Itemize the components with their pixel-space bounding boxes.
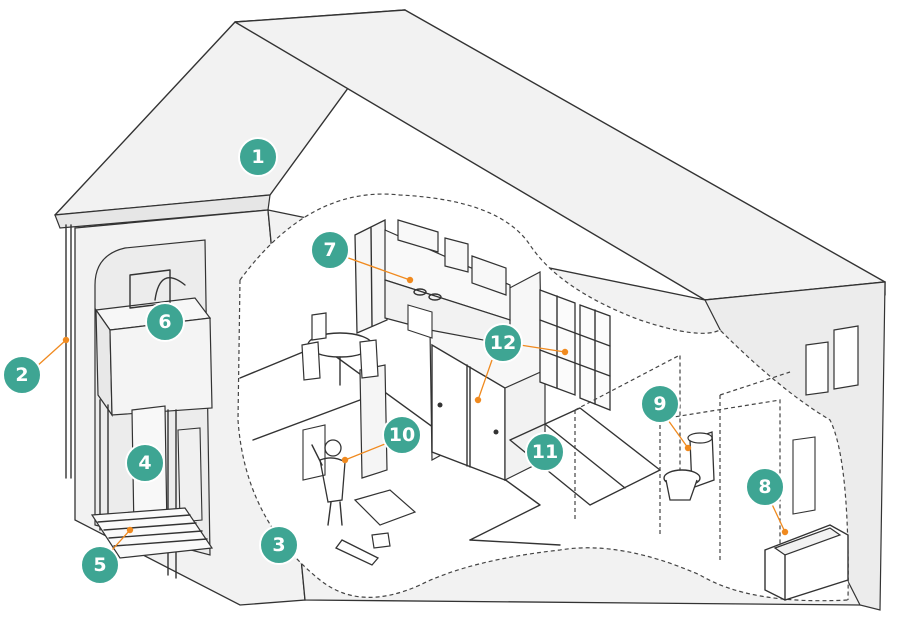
badge-7-label: 7 — [323, 239, 336, 261]
badge-10: 10 — [383, 416, 421, 454]
badge-11-label: 11 — [532, 441, 558, 463]
badge-12-label: 12 — [490, 332, 516, 354]
badge-1: 1 — [239, 138, 277, 176]
badge-9: 9 — [641, 385, 679, 423]
badge-5-label: 5 — [93, 554, 106, 576]
badge-10-label: 10 — [389, 424, 415, 446]
badge-2-label: 2 — [15, 364, 28, 386]
badge-8: 8 — [746, 468, 784, 506]
badge-12: 12 — [484, 324, 522, 362]
badge-3-label: 3 — [272, 534, 285, 556]
badge-6-label: 6 — [158, 311, 171, 333]
downspout — [66, 225, 71, 478]
badge-3: 3 — [260, 526, 298, 564]
badge-2: 2 — [3, 356, 41, 394]
badge-4: 4 — [126, 444, 164, 482]
badge-4-label: 4 — [138, 452, 151, 474]
badge-6: 6 — [146, 303, 184, 341]
badge-9-label: 9 — [653, 393, 666, 415]
badge-8-label: 8 — [758, 476, 771, 498]
badge-1-label: 1 — [251, 146, 264, 168]
badge-11: 11 — [526, 433, 564, 471]
badge-7: 7 — [311, 231, 349, 269]
badge-5: 5 — [81, 546, 119, 584]
